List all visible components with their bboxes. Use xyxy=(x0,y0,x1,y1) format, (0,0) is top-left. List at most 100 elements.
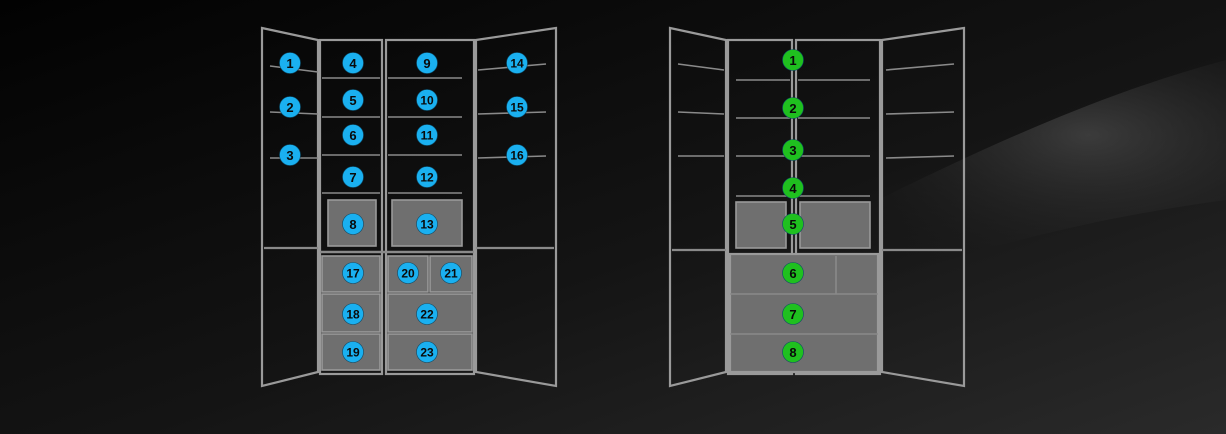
blue-marker-22-dot xyxy=(416,303,438,325)
green-marker-6: 6 xyxy=(782,262,804,284)
blue-marker-7: 7 xyxy=(342,166,364,188)
green-marker-1: 1 xyxy=(782,49,804,71)
blue-marker-11: 11 xyxy=(416,124,438,146)
blue-marker-3: 3 xyxy=(279,144,301,166)
blue-marker-11-label: 11 xyxy=(421,129,434,143)
green-marker-1-label: 1 xyxy=(789,53,796,68)
blue-marker-6-label: 6 xyxy=(349,128,356,143)
blue-marker-7-label: 7 xyxy=(349,170,356,185)
right-fridge-right-door xyxy=(880,26,966,388)
left-fridge-left-door xyxy=(260,26,320,388)
right-fridge-crisper-left xyxy=(735,201,787,249)
blue-marker-9-label: 9 xyxy=(423,56,430,71)
blue-marker-22: 22 xyxy=(416,303,438,325)
blue-marker-2-dot xyxy=(279,96,301,118)
green-marker-5-dot xyxy=(782,213,804,235)
right-fridge-right-door-shelf xyxy=(885,155,955,159)
blue-marker-23-dot xyxy=(416,341,438,363)
blue-marker-5: 5 xyxy=(342,89,364,111)
green-marker-7-dot xyxy=(782,303,804,325)
right-fridge-right-door-shelf xyxy=(885,63,955,71)
green-marker-8: 8 xyxy=(782,341,804,363)
blue-marker-19-label: 19 xyxy=(346,346,360,360)
right-fridge-left-door-shelf xyxy=(677,63,725,71)
blue-marker-10-dot xyxy=(416,89,438,111)
blue-marker-16: 16 xyxy=(506,144,528,166)
blue-marker-14: 14 xyxy=(506,52,528,74)
blue-marker-10: 10 xyxy=(416,89,438,111)
blue-marker-23-label: 23 xyxy=(420,346,434,360)
right-fridge-crisper-right xyxy=(799,201,871,249)
blue-marker-16-label: 16 xyxy=(510,149,524,163)
blue-marker-17-dot xyxy=(342,262,364,284)
right-fridge-left-door-shelf xyxy=(677,111,725,115)
blue-marker-22-label: 22 xyxy=(420,308,434,322)
green-marker-7-label: 7 xyxy=(789,307,796,322)
blue-marker-19: 19 xyxy=(342,341,364,363)
blue-marker-6: 6 xyxy=(342,124,364,146)
blue-marker-4: 4 xyxy=(342,52,364,74)
blue-marker-23: 23 xyxy=(416,341,438,363)
blue-marker-12-dot xyxy=(416,166,438,188)
blue-marker-11-dot xyxy=(416,124,438,146)
right-fridge-freezer-block xyxy=(728,252,880,374)
blue-marker-13-label: 13 xyxy=(420,218,434,232)
blue-marker-18: 18 xyxy=(342,303,364,325)
green-marker-5: 5 xyxy=(782,213,804,235)
green-marker-2-label: 2 xyxy=(789,101,796,116)
green-marker-4-label: 4 xyxy=(789,181,797,196)
blue-marker-3-dot xyxy=(279,144,301,166)
blue-marker-10-label: 10 xyxy=(420,94,434,108)
blue-marker-8-label: 8 xyxy=(349,217,356,232)
blue-marker-13: 13 xyxy=(416,213,438,235)
left-fridge-freezer-right-1a xyxy=(387,255,429,293)
blue-marker-4-dot xyxy=(342,52,364,74)
blue-marker-18-label: 18 xyxy=(346,308,360,322)
left-fridge-right-door xyxy=(474,26,558,388)
green-marker-5-label: 5 xyxy=(789,217,796,232)
blue-marker-20: 20 xyxy=(397,262,419,284)
right-fridge-center-right-column xyxy=(794,38,882,376)
blue-marker-15-dot xyxy=(506,96,528,118)
blue-marker-1-dot xyxy=(279,52,301,74)
blue-marker-7-dot xyxy=(342,166,364,188)
green-marker-4-dot xyxy=(782,177,804,199)
blue-marker-1-label: 1 xyxy=(286,56,293,71)
blue-marker-16-dot xyxy=(506,144,528,166)
green-marker-2: 2 xyxy=(782,97,804,119)
blue-marker-21-dot xyxy=(440,262,462,284)
right-fridge: 1 2 3 4 5 6 7 8 xyxy=(668,26,966,388)
left-fridge-center-right-column xyxy=(384,38,476,376)
green-marker-4: 4 xyxy=(782,177,804,199)
blue-marker-20-label: 20 xyxy=(401,267,415,281)
green-marker-6-label: 6 xyxy=(789,266,796,281)
right-fridge-left-door xyxy=(668,26,728,388)
green-marker-6-dot xyxy=(782,262,804,284)
blue-marker-8: 8 xyxy=(342,213,364,235)
blue-marker-5-dot xyxy=(342,89,364,111)
green-marker-2-dot xyxy=(782,97,804,119)
blue-marker-12-label: 12 xyxy=(420,171,434,185)
blue-marker-9-dot xyxy=(416,52,438,74)
blue-marker-8-dot xyxy=(342,213,364,235)
blue-marker-12: 12 xyxy=(416,166,438,188)
green-marker-8-label: 8 xyxy=(789,345,796,360)
left-fridge-center-left-column xyxy=(318,38,384,376)
blue-marker-3-label: 3 xyxy=(286,148,293,163)
left-fridge-freezer-right-1b xyxy=(429,255,473,293)
blue-marker-5-label: 5 xyxy=(349,93,356,108)
green-marker-3: 3 xyxy=(782,139,804,161)
blue-marker-6-dot xyxy=(342,124,364,146)
blue-marker-18-dot xyxy=(342,303,364,325)
blue-marker-17-label: 17 xyxy=(346,267,360,281)
blue-marker-14-dot xyxy=(506,52,528,74)
blue-marker-17: 17 xyxy=(342,262,364,284)
green-marker-3-label: 3 xyxy=(789,143,796,158)
blue-marker-14-label: 14 xyxy=(510,57,524,71)
right-fridge-center-left-column xyxy=(726,38,794,376)
blue-marker-4-label: 4 xyxy=(349,56,357,71)
blue-marker-2: 2 xyxy=(279,96,301,118)
green-marker-1-dot xyxy=(782,49,804,71)
